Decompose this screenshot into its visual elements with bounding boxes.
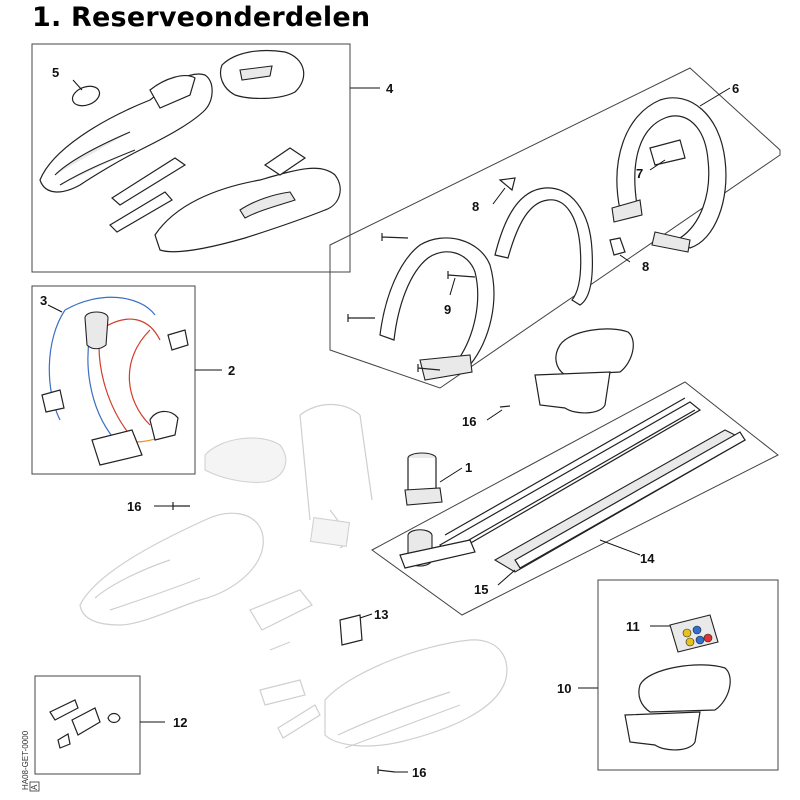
callout-15: 15	[474, 582, 488, 597]
drawing-rev-box	[29, 781, 40, 792]
hand-guard-top-part	[534, 328, 634, 414]
front-handle-part	[611, 97, 727, 253]
ghost-assembly	[79, 403, 508, 749]
callout-14: 14	[640, 551, 655, 566]
callout-16b: 16	[127, 499, 141, 514]
motor-part	[404, 452, 443, 506]
callout-16c: 16	[412, 765, 426, 780]
hand-guard-frame	[597, 579, 779, 771]
spring-clip-part-a	[498, 177, 516, 192]
drawing-code: HA08-GET-0000	[21, 730, 30, 790]
callout-9: 9	[444, 302, 451, 317]
callout-11: 11	[626, 619, 640, 634]
lever-kit-part	[49, 699, 121, 749]
spring-clip-part-b	[609, 237, 626, 256]
blade-part	[399, 397, 747, 573]
housing-frame	[31, 43, 351, 273]
callout-3: 3	[40, 293, 47, 308]
callout-8a: 8	[472, 199, 479, 214]
rating-plate-part	[71, 85, 101, 107]
clip-plate-part	[649, 139, 686, 166]
screws-group	[347, 233, 511, 408]
callout-6: 6	[732, 81, 739, 96]
instruction-label-part	[682, 625, 713, 647]
lever-frame	[34, 675, 141, 775]
callout-1: 1	[465, 460, 472, 475]
wiring-frame	[31, 285, 196, 475]
blade-frame	[371, 381, 779, 616]
callout-4: 4	[386, 81, 394, 96]
callout-5: 5	[52, 65, 59, 80]
callout-10: 10	[557, 681, 571, 696]
leader-lines	[47, 79, 731, 773]
page-title: 1. Reserveonderdelen	[32, 2, 371, 33]
switch-part	[339, 614, 363, 646]
callout-8b: 8	[642, 259, 649, 274]
callout-2: 2	[228, 363, 235, 378]
wiring-part	[41, 296, 189, 466]
callout-12: 12	[173, 715, 187, 730]
front-handle-frame	[329, 67, 781, 389]
callout-7: 7	[636, 166, 643, 181]
callout-13: 13	[374, 607, 388, 622]
hand-guard-part	[624, 614, 731, 751]
handle-bar-part	[379, 187, 593, 381]
drawing-rev: A	[30, 784, 39, 790]
screw-16-bottom-part	[377, 766, 396, 774]
housing-part	[39, 49, 341, 253]
callout-16a: 16	[462, 414, 476, 429]
screw-16-part	[172, 502, 190, 510]
